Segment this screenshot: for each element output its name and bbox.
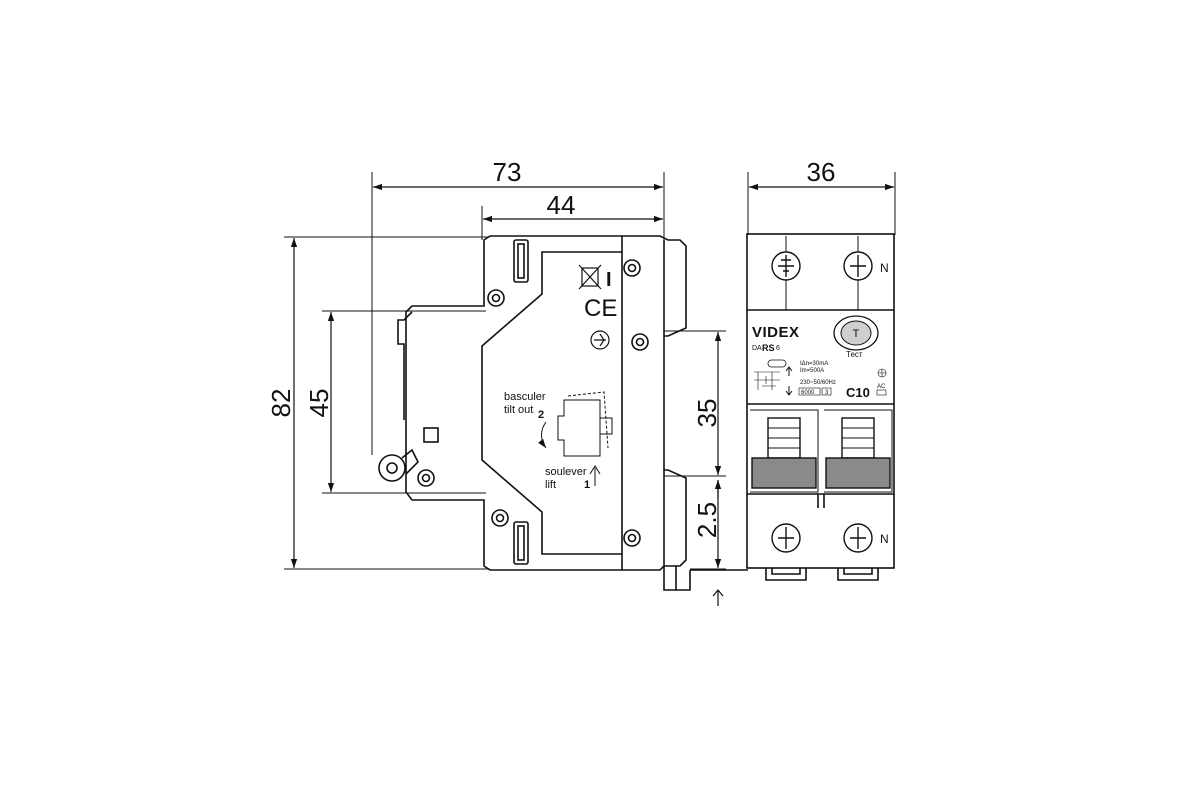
dimension-lines: [284, 172, 896, 570]
handle-left: [751, 457, 817, 489]
handle-right: [825, 457, 891, 489]
rail-foot: [663, 566, 691, 591]
neutral-label-top: N: [880, 261, 889, 275]
side-markings: I CE basculer tilt out 2 soulever lift 1: [504, 264, 617, 491]
front-body-outline: [746, 233, 895, 569]
dim-front-width: 36: [749, 157, 894, 191]
on-arrow-icon: [785, 366, 793, 376]
disposal-mark: I: [606, 269, 612, 291]
capacity-box: [798, 387, 821, 396]
circuit-diagram-icon: [754, 371, 780, 390]
screw-bottom-right-icon: [843, 523, 873, 553]
brand-logo: VIDEX: [752, 324, 800, 341]
top-slot-inner: [517, 243, 525, 279]
ac-symbol-icon: [876, 389, 887, 396]
model-series: RS: [762, 343, 775, 353]
residual-current: IΔn=30mA: [800, 361, 828, 367]
dim-face-height: 35: [692, 332, 722, 475]
step-lift-number: 1: [584, 479, 590, 491]
step-tilt-number: 2: [538, 409, 544, 421]
dim-overall-height-label: 82: [266, 389, 296, 418]
voltage-rating: 230~50/60Hz: [800, 380, 836, 386]
crossed-bin-icon: [578, 264, 602, 290]
dim-overall-depth: 73: [373, 157, 663, 191]
class-code: 3: [825, 390, 829, 396]
clip-gear: [378, 454, 406, 482]
cert-mark-icon: [590, 330, 610, 350]
lift-arrow-icon: [589, 465, 601, 486]
breaker-outline-icon: [557, 391, 613, 457]
side-rivets: [417, 259, 649, 547]
capacity-value: 6000: [801, 390, 815, 396]
front-label-panel: VIDEX DA RS 6 T Тест IΔn=30mA Im=500A 23…: [752, 315, 887, 400]
side-face-plate: [481, 251, 623, 555]
class-box: [821, 387, 832, 396]
screw-bottom-left-icon: [771, 523, 801, 553]
top-slot: [513, 239, 529, 283]
snowflake-icon: [877, 368, 887, 378]
clip-square: [423, 427, 439, 443]
side-body-outline: [405, 235, 687, 571]
dim-window-height: 45: [304, 312, 335, 492]
dim-body-depth-label: 44: [547, 190, 576, 220]
clip-arm: [397, 311, 413, 420]
neutral-label-bottom: N: [880, 532, 889, 546]
bottom-slot-inner: [517, 525, 525, 561]
current-rating: C10: [846, 385, 870, 400]
ce-mark: CE: [584, 295, 617, 322]
dim-face-height-label: 35: [692, 399, 722, 428]
dim-rail-offset-label: 2.5: [692, 502, 722, 538]
test-button[interactable]: [840, 320, 872, 346]
off-arrow-icon: [785, 386, 793, 396]
model-prefix: DA: [752, 345, 762, 352]
screw-top-left-icon: [771, 251, 801, 281]
bottom-clip-left: [765, 568, 807, 581]
side-view: [378, 235, 748, 591]
test-caption: Тест: [846, 350, 863, 359]
model-number: 6: [776, 345, 780, 352]
tilt-label-en: tilt out: [504, 404, 533, 416]
lift-label-en: lift: [545, 479, 556, 491]
bottom-slot: [513, 521, 529, 565]
tilt-arrow-icon: [538, 421, 547, 449]
type-mark: AC: [877, 384, 886, 390]
tilt-label-fr: basculer: [504, 391, 546, 403]
bottom-clip-right: [837, 568, 879, 581]
terminal-screws: [771, 251, 873, 553]
breaking-current: Im=500A: [800, 368, 824, 374]
dim-overall-height: 82: [266, 238, 298, 568]
front-view: [746, 233, 895, 581]
toggle-handles: [751, 417, 891, 489]
lift-label-fr: soulever: [545, 466, 587, 478]
screw-top-right-icon: [843, 251, 873, 281]
dim-overall-depth-label: 73: [493, 157, 522, 187]
dim-front-width-label: 36: [807, 157, 836, 187]
dim-rail-offset: 2.5: [692, 480, 724, 606]
dim-window-height-label: 45: [304, 389, 334, 418]
dim-body-depth: 44: [483, 190, 663, 223]
indicator-window: [767, 359, 787, 368]
test-button-label: T: [853, 328, 860, 340]
